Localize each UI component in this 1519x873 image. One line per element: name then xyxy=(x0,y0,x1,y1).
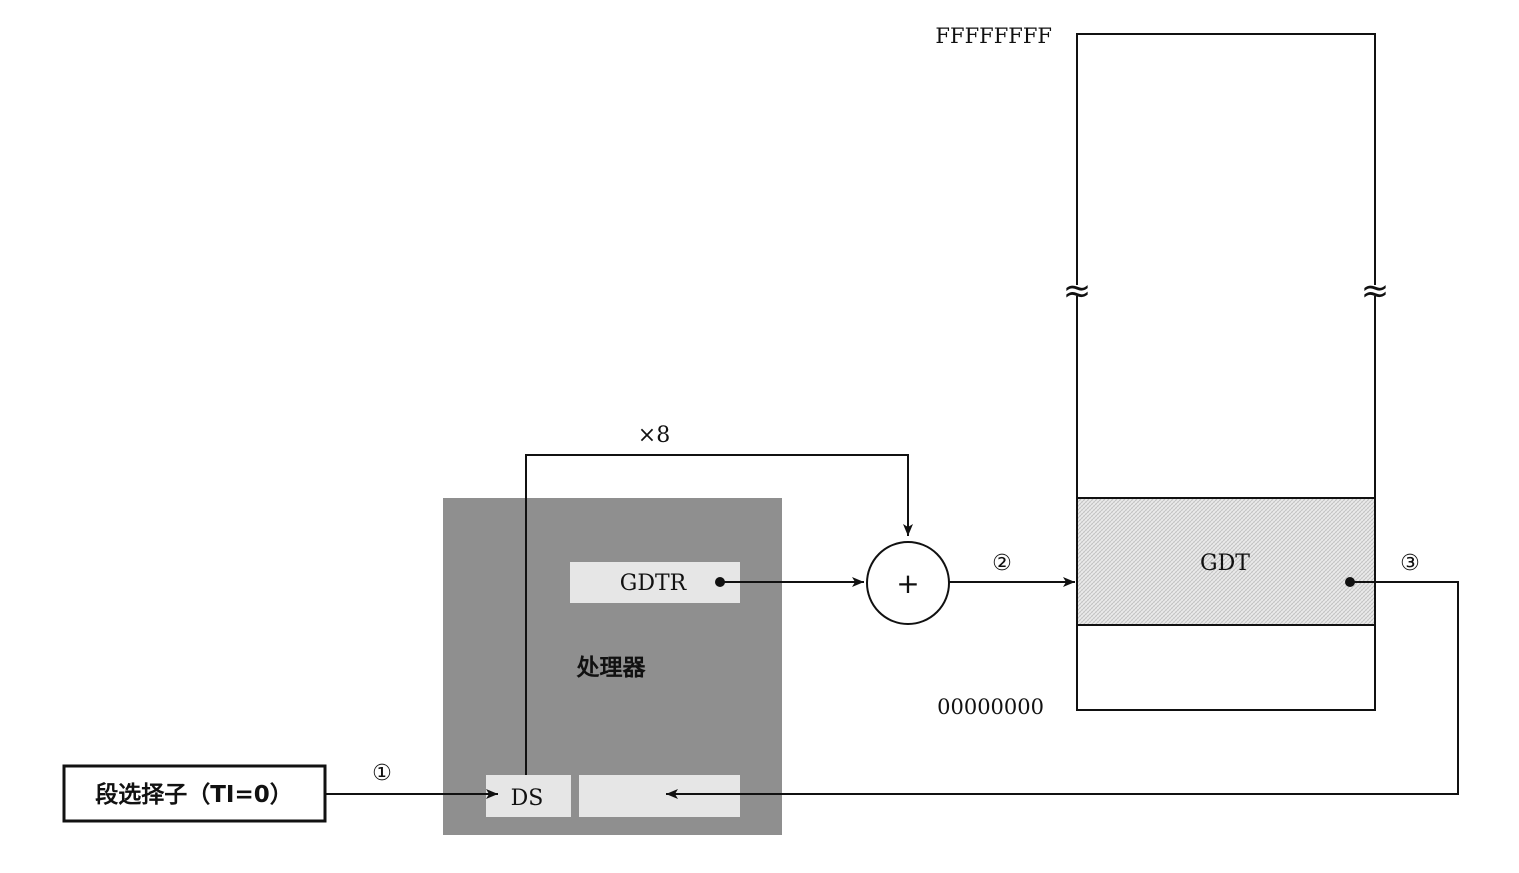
step-3-marker: ③ xyxy=(1400,551,1420,576)
gdt-region xyxy=(1076,497,1376,626)
gdt-label: GDT xyxy=(1200,551,1250,576)
break-mark-right: ≈ xyxy=(1361,271,1390,311)
multiply-by-8-label: ×8 xyxy=(638,423,670,448)
gdt-to-cache-arrow xyxy=(666,581,1459,799)
gdtr-register xyxy=(570,562,740,603)
segment-selector-label: 段选择子（TI=0） xyxy=(95,781,293,808)
memory-bottom-address: 00000000 xyxy=(937,695,1044,719)
ds-register xyxy=(486,775,571,817)
memory-top-address: FFFFFFFF xyxy=(935,24,1052,48)
step-2-marker: ② xyxy=(992,551,1012,576)
adder-plus-symbol: + xyxy=(896,567,919,600)
ds-label: DS xyxy=(511,786,544,811)
ds-index-times8-line xyxy=(525,454,913,775)
gdtr-label: GDTR xyxy=(620,571,688,596)
step-1-marker: ① xyxy=(372,761,392,786)
descriptor-cache-register xyxy=(579,775,740,817)
memory-column-top xyxy=(1076,33,1376,285)
break-mark-left: ≈ xyxy=(1063,271,1092,311)
processor-label: 处理器 xyxy=(576,655,647,681)
